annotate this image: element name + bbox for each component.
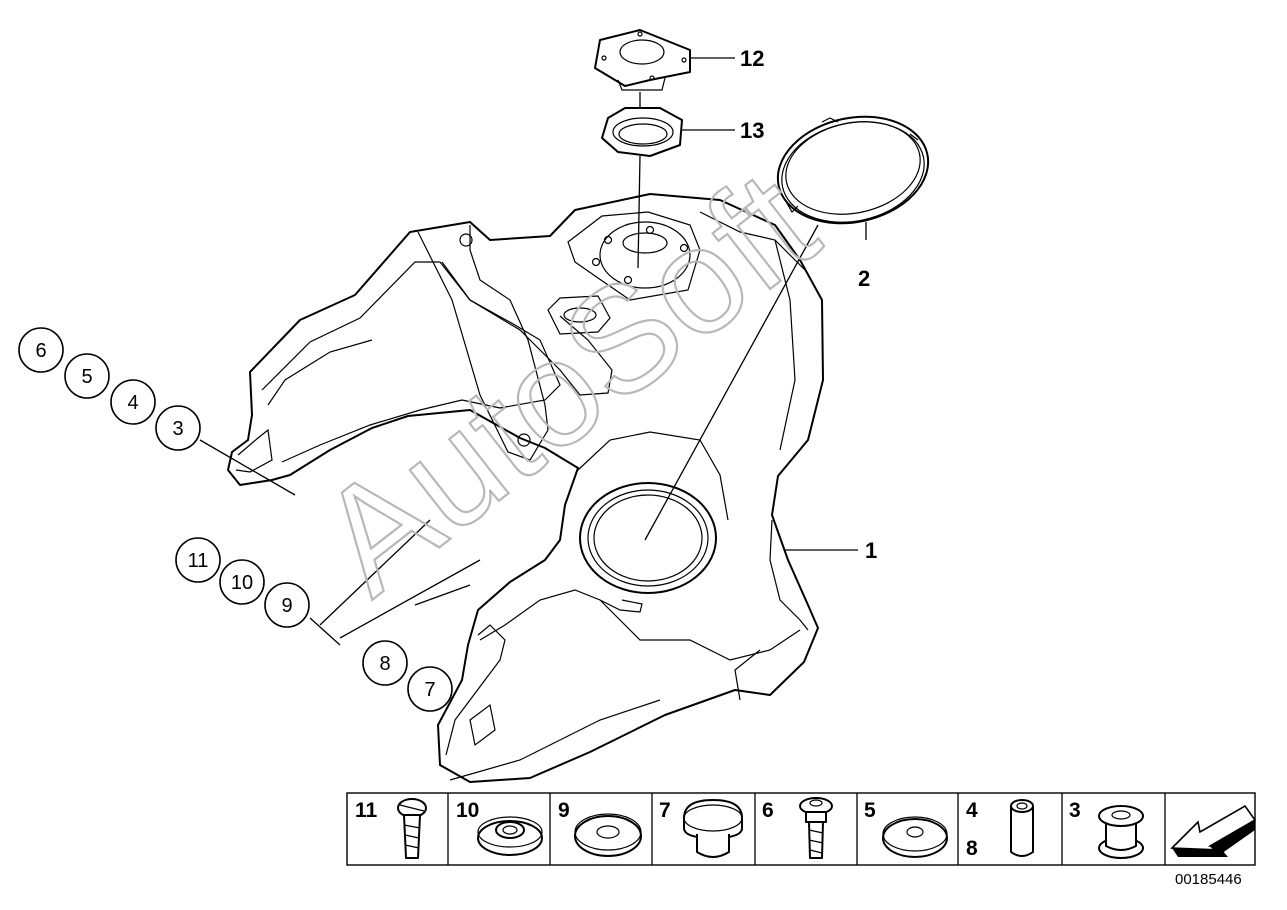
svg-text:7: 7 [659, 799, 671, 822]
rubber-grommet-icon [1098, 805, 1144, 859]
svg-text:9: 9 [281, 595, 292, 617]
screw-slotted-icon [397, 798, 427, 859]
circled-callout-10: 10 [219, 559, 265, 605]
rubber-plug-icon [683, 799, 743, 858]
circled-callout-9: 9 [264, 582, 310, 628]
washer-collared-icon [477, 816, 543, 856]
svg-text:11: 11 [188, 550, 209, 572]
svg-text:4: 4 [966, 799, 978, 822]
svg-text:3: 3 [172, 418, 183, 440]
circled-callout-5: 5 [64, 353, 110, 399]
leader-lines [199, 57, 867, 646]
screw-torx-icon [799, 797, 833, 859]
svg-text:6: 6 [35, 340, 46, 362]
diagram-code: 00185446 [1175, 871, 1242, 888]
circled-callouts: 6 5 4 3 11 10 9 8 7 [18, 327, 453, 712]
circled-callout-11: 11 [175, 537, 221, 583]
strip-cell-11: 11 [355, 798, 427, 859]
strip-cell-6: 6 [762, 797, 833, 859]
callout-2: 2 [858, 266, 870, 291]
strip-cell-10: 10 [456, 799, 543, 856]
svg-text:11: 11 [355, 799, 378, 822]
callout-labels: 12 13 2 1 [740, 46, 877, 563]
svg-text:9: 9 [558, 799, 570, 822]
washer-flat-icon [574, 813, 642, 857]
callout-1: 1 [865, 538, 877, 563]
strip-cell-5: 5 [864, 799, 948, 858]
strip-cell-9: 9 [558, 799, 642, 857]
washer-flat-icon [882, 816, 948, 858]
svg-text:8: 8 [379, 653, 390, 675]
callout-12: 12 [740, 46, 764, 71]
svg-text:5: 5 [864, 799, 876, 822]
strip-cell-4-8: 4 8 [966, 799, 1034, 860]
parts-strip: 11 10 9 [346, 792, 1257, 866]
svg-text:8: 8 [966, 837, 978, 860]
circled-callout-7: 7 [407, 666, 453, 712]
circled-callout-6: 6 [18, 327, 64, 373]
direction-arrow-icon [1170, 804, 1257, 857]
seal-ring-part-13 [601, 107, 683, 157]
svg-text:6: 6 [762, 799, 774, 822]
svg-text:4: 4 [127, 392, 138, 414]
filler-cap-part-12 [594, 29, 691, 91]
circled-callout-8: 8 [362, 640, 408, 686]
svg-text:10: 10 [456, 799, 479, 822]
svg-text:3: 3 [1069, 799, 1081, 822]
circled-callout-4: 4 [110, 379, 156, 425]
fuel-tank [227, 193, 824, 783]
circled-callout-3: 3 [155, 405, 201, 451]
callout-13: 13 [740, 118, 764, 143]
strip-cell-7: 7 [659, 799, 743, 858]
spacer-sleeve-icon [1010, 799, 1034, 857]
svg-text:5: 5 [81, 366, 92, 388]
svg-text:7: 7 [424, 679, 435, 701]
svg-text:10: 10 [231, 572, 253, 594]
clamp-ring-part-2 [776, 115, 930, 225]
strip-cell-3: 3 [1069, 799, 1144, 859]
